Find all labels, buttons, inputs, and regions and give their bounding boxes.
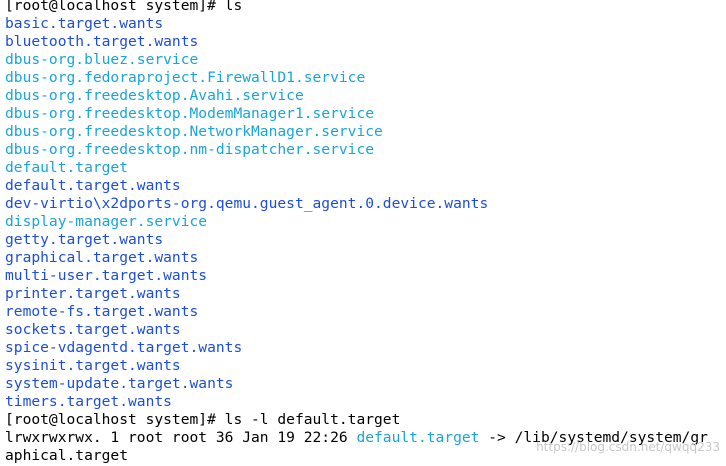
listing-item-getty-target-wants: getty.target.wants <box>5 231 164 248</box>
listing-item-dbus-networkmanager: dbus-org.freedesktop.NetworkManager.serv… <box>5 123 383 140</box>
listing-item-dbus-nm-dispatcher: dbus-org.freedesktop.nm-dispatcher.servi… <box>5 141 375 158</box>
listing-item-printer-target-wants: printer.target.wants <box>5 285 181 302</box>
listing-item-basic-target-wants: basic.target.wants <box>5 15 164 32</box>
listing-item-multi-user-target-wants: multi-user.target.wants <box>5 267 208 284</box>
listing-item-sockets-target-wants: sockets.target.wants <box>5 321 181 338</box>
listing-item-sysinit-target-wants: sysinit.target.wants <box>5 357 181 374</box>
listing-item-dbus-modemmanager: dbus-org.freedesktop.ModemManager1.servi… <box>5 105 375 122</box>
listing-item-graphical-target-wants: graphical.target.wants <box>5 249 199 266</box>
listing-item-dbus-bluez: dbus-org.bluez.service <box>5 51 199 68</box>
listing-item-system-update-target-wants: system-update.target.wants <box>5 375 234 392</box>
watermark-text: https://blog.csdn.net/qwqq233 <box>536 440 720 454</box>
long-listing-symlink-name: default.target <box>356 429 480 446</box>
listing-item-display-manager: display-manager.service <box>5 213 208 230</box>
long-listing-line: lrwxrwxrwx. 1 root root 36 Jan 19 22:26 … <box>5 429 708 447</box>
listing-item-default-target: default.target <box>5 159 129 176</box>
listing-item-bluetooth-target-wants: bluetooth.target.wants <box>5 33 199 50</box>
listing-item-default-target-wants: default.target.wants <box>5 177 181 194</box>
listing-item-spice-vdagentd-target-wants: spice-vdagentd.target.wants <box>5 339 243 356</box>
listing-item-dbus-avahi: dbus-org.freedesktop.Avahi.service <box>5 87 304 104</box>
long-listing-wrap: aphical.target <box>5 447 129 464</box>
long-listing-prefix: lrwxrwxrwx. 1 root root 36 Jan 19 22:26 <box>5 429 357 446</box>
listing-item-timers-target-wants: timers.target.wants <box>5 393 172 410</box>
prompt-line-ls: [root@localhost system]# ls <box>5 0 243 14</box>
prompt-line-ls-l: [root@localhost system]# ls -l default.t… <box>5 411 401 428</box>
listing-item-dev-virtio-wants: dev-virtio\x2dports-org.qemu.guest_agent… <box>5 195 489 212</box>
listing-item-remote-fs-target-wants: remote-fs.target.wants <box>5 303 199 320</box>
long-listing-target: -> /lib/systemd/system/gr <box>479 429 708 446</box>
listing-item-dbus-firewalld: dbus-org.fedoraproject.FirewallD1.servic… <box>5 69 366 86</box>
